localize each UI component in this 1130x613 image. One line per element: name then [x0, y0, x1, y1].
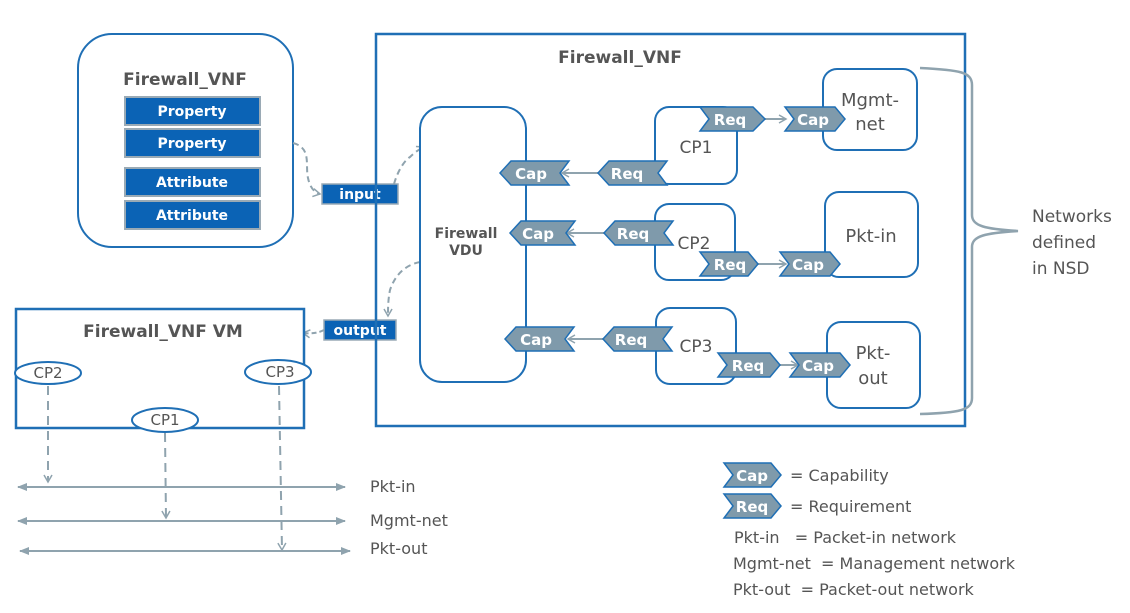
capability-tag: Cap	[783, 106, 846, 132]
nsd-note-line: Networks	[1032, 207, 1112, 227]
legend-row: Pkt-out = Packet-out network	[733, 580, 975, 599]
network-line-label: Mgmt-net	[370, 511, 448, 530]
output-to-vm-connector	[301, 329, 325, 339]
vm-cp-port[interactable]: CP3	[244, 359, 312, 385]
network-node-mgmt[interactable]: Mgmt- net	[822, 68, 918, 151]
network-node-pkt-in[interactable]: Pkt-in	[824, 191, 919, 278]
svg-text:Req: Req	[732, 357, 764, 375]
svg-text:Cap: Cap	[515, 165, 547, 183]
nsd-brace	[919, 66, 1019, 416]
svg-text:Req: Req	[714, 256, 746, 274]
legend-row: Mgmt-net = Management network	[733, 554, 1016, 573]
vm-title: Firewall_VNF VM	[83, 322, 243, 342]
output-label[interactable]: output	[323, 319, 397, 341]
vdu-to-output-connector	[383, 261, 421, 318]
svg-text:CP3: CP3	[265, 363, 294, 381]
descriptor-title: Firewall_VNF	[123, 70, 247, 90]
vnf-title: Firewall_VNF	[558, 48, 682, 68]
nsd-note-line: in NSD	[1032, 259, 1090, 279]
requirement-tag: Req	[596, 160, 669, 186]
descriptor-row-label: Attribute	[156, 208, 228, 224]
requirement-tag: Req	[716, 352, 781, 378]
input-connector	[292, 142, 322, 198]
legend-cap-tag: Cap	[722, 462, 782, 488]
requirement-tag: Req	[602, 220, 675, 246]
svg-text:input: input	[339, 187, 381, 203]
svg-text:CP1: CP1	[150, 411, 179, 429]
svg-text:Pkt-: Pkt-	[856, 343, 891, 364]
svg-text:Pkt-in: Pkt-in	[845, 226, 896, 247]
network-line-label: Pkt-out	[370, 539, 427, 558]
cp1-to-mgmt-net	[161, 432, 171, 520]
requirement-tag: Req	[698, 251, 759, 277]
svg-text:Req: Req	[736, 498, 768, 516]
legend: Cap = Capability Req = Requirement Pkt-i…	[722, 462, 1016, 599]
svg-text:Cap: Cap	[522, 225, 554, 243]
descriptor-row[interactable]: Property	[124, 96, 261, 126]
svg-text:VDU: VDU	[449, 243, 483, 259]
vnf-descriptor: Firewall_VNF Property Property Attribute…	[77, 33, 294, 248]
vm-cp-port[interactable]: CP1	[131, 407, 199, 433]
requirement-tag: Req	[698, 106, 767, 132]
vm-cp-port[interactable]: CP2	[14, 361, 82, 385]
svg-text:Cap: Cap	[736, 467, 768, 485]
legend-req-tag: Req	[722, 493, 782, 519]
svg-text:Cap: Cap	[802, 357, 834, 375]
svg-text:Req: Req	[714, 111, 746, 129]
descriptor-row[interactable]: Attribute	[124, 167, 261, 197]
svg-text:CP2: CP2	[33, 364, 62, 382]
legend-cap-text: = Capability	[790, 466, 889, 485]
descriptor-row-label: Property	[157, 104, 226, 120]
svg-text:Req: Req	[611, 165, 643, 183]
legend-req-text: = Requirement	[790, 497, 911, 516]
svg-text:Mgmt-: Mgmt-	[841, 90, 899, 111]
capability-tag: Cap	[498, 160, 571, 186]
svg-text:Cap: Cap	[792, 256, 824, 274]
descriptor-row-label: Attribute	[156, 175, 228, 191]
svg-text:output: output	[334, 323, 387, 339]
svg-text:CP3: CP3	[680, 337, 713, 357]
svg-text:CP2: CP2	[678, 234, 711, 254]
svg-text:Firewall: Firewall	[435, 226, 498, 242]
capability-tag: Cap	[508, 220, 577, 246]
vnf-template-box: Firewall_VNF	[374, 32, 967, 428]
nsd-note-line: defined	[1032, 233, 1096, 253]
descriptor-row[interactable]: Attribute	[124, 200, 261, 230]
svg-text:Cap: Cap	[797, 111, 829, 129]
requirement-tag: Req	[601, 326, 674, 352]
network-line-label: Pkt-in	[370, 477, 416, 496]
capability-tag: Cap	[778, 251, 841, 277]
svg-text:Cap: Cap	[520, 331, 552, 349]
svg-text:out: out	[858, 368, 887, 389]
capability-tag: Cap	[503, 326, 576, 352]
descriptor-row-label: Property	[157, 136, 226, 152]
firewall-vdu[interactable]: Firewall VDU	[419, 106, 527, 383]
svg-text:Req: Req	[615, 331, 647, 349]
capability-tag: Cap	[788, 352, 851, 378]
network-node-pkt-out[interactable]: Pkt- out	[826, 321, 921, 409]
descriptor-row[interactable]: Property	[124, 128, 261, 158]
svg-text:CP1: CP1	[680, 138, 713, 158]
svg-text:Req: Req	[617, 225, 649, 243]
legend-row: Pkt-in = Packet-in network	[734, 528, 957, 547]
svg-text:net: net	[855, 114, 885, 135]
input-label[interactable]: input	[321, 183, 399, 205]
